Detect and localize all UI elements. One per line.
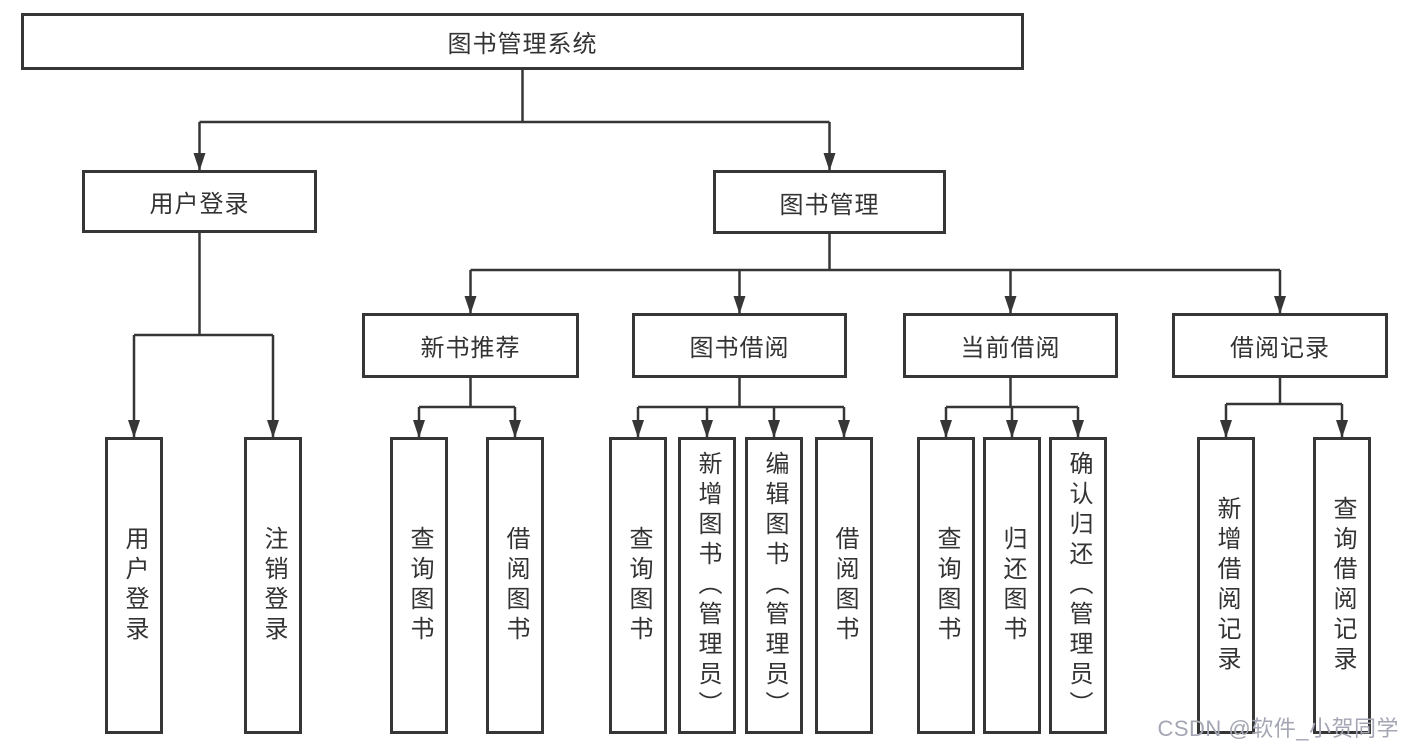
node-query-borrow-record: 查询借阅记录 (1313, 437, 1371, 734)
node-root-system: 图书管理系统 (21, 13, 1024, 70)
node-add-borrow-record: 新增借阅记录 (1197, 437, 1255, 734)
node-current-borrowing: 当前借阅 (903, 313, 1118, 378)
node-add-book-admin: 新增图书（管理员） (678, 437, 736, 734)
node-user-login-leaf: 用户登录 (105, 437, 163, 734)
node-query-books-current: 查询图书 (917, 437, 975, 734)
node-new-book-recommend: 新书推荐 (362, 313, 579, 378)
node-borrowing-records: 借阅记录 (1172, 313, 1388, 378)
node-user-login: 用户登录 (82, 170, 317, 233)
node-return-book: 归还图书 (983, 437, 1041, 734)
node-confirm-return-admin: 确认归还（管理员） (1049, 437, 1107, 734)
node-query-books-borrow: 查询图书 (609, 437, 667, 734)
node-edit-book-admin: 编辑图书（管理员） (745, 437, 803, 734)
node-logout-leaf: 注销登录 (244, 437, 302, 734)
node-book-management: 图书管理 (713, 170, 946, 234)
node-borrow-books-recommend: 借阅图书 (486, 437, 544, 734)
node-borrow-books-borrow: 借阅图书 (815, 437, 873, 734)
csdn-watermark: CSDN @软件_小贺同学 (1157, 716, 1399, 741)
node-book-borrowing: 图书借阅 (632, 313, 847, 378)
node-query-books-recommend: 查询图书 (390, 437, 448, 734)
